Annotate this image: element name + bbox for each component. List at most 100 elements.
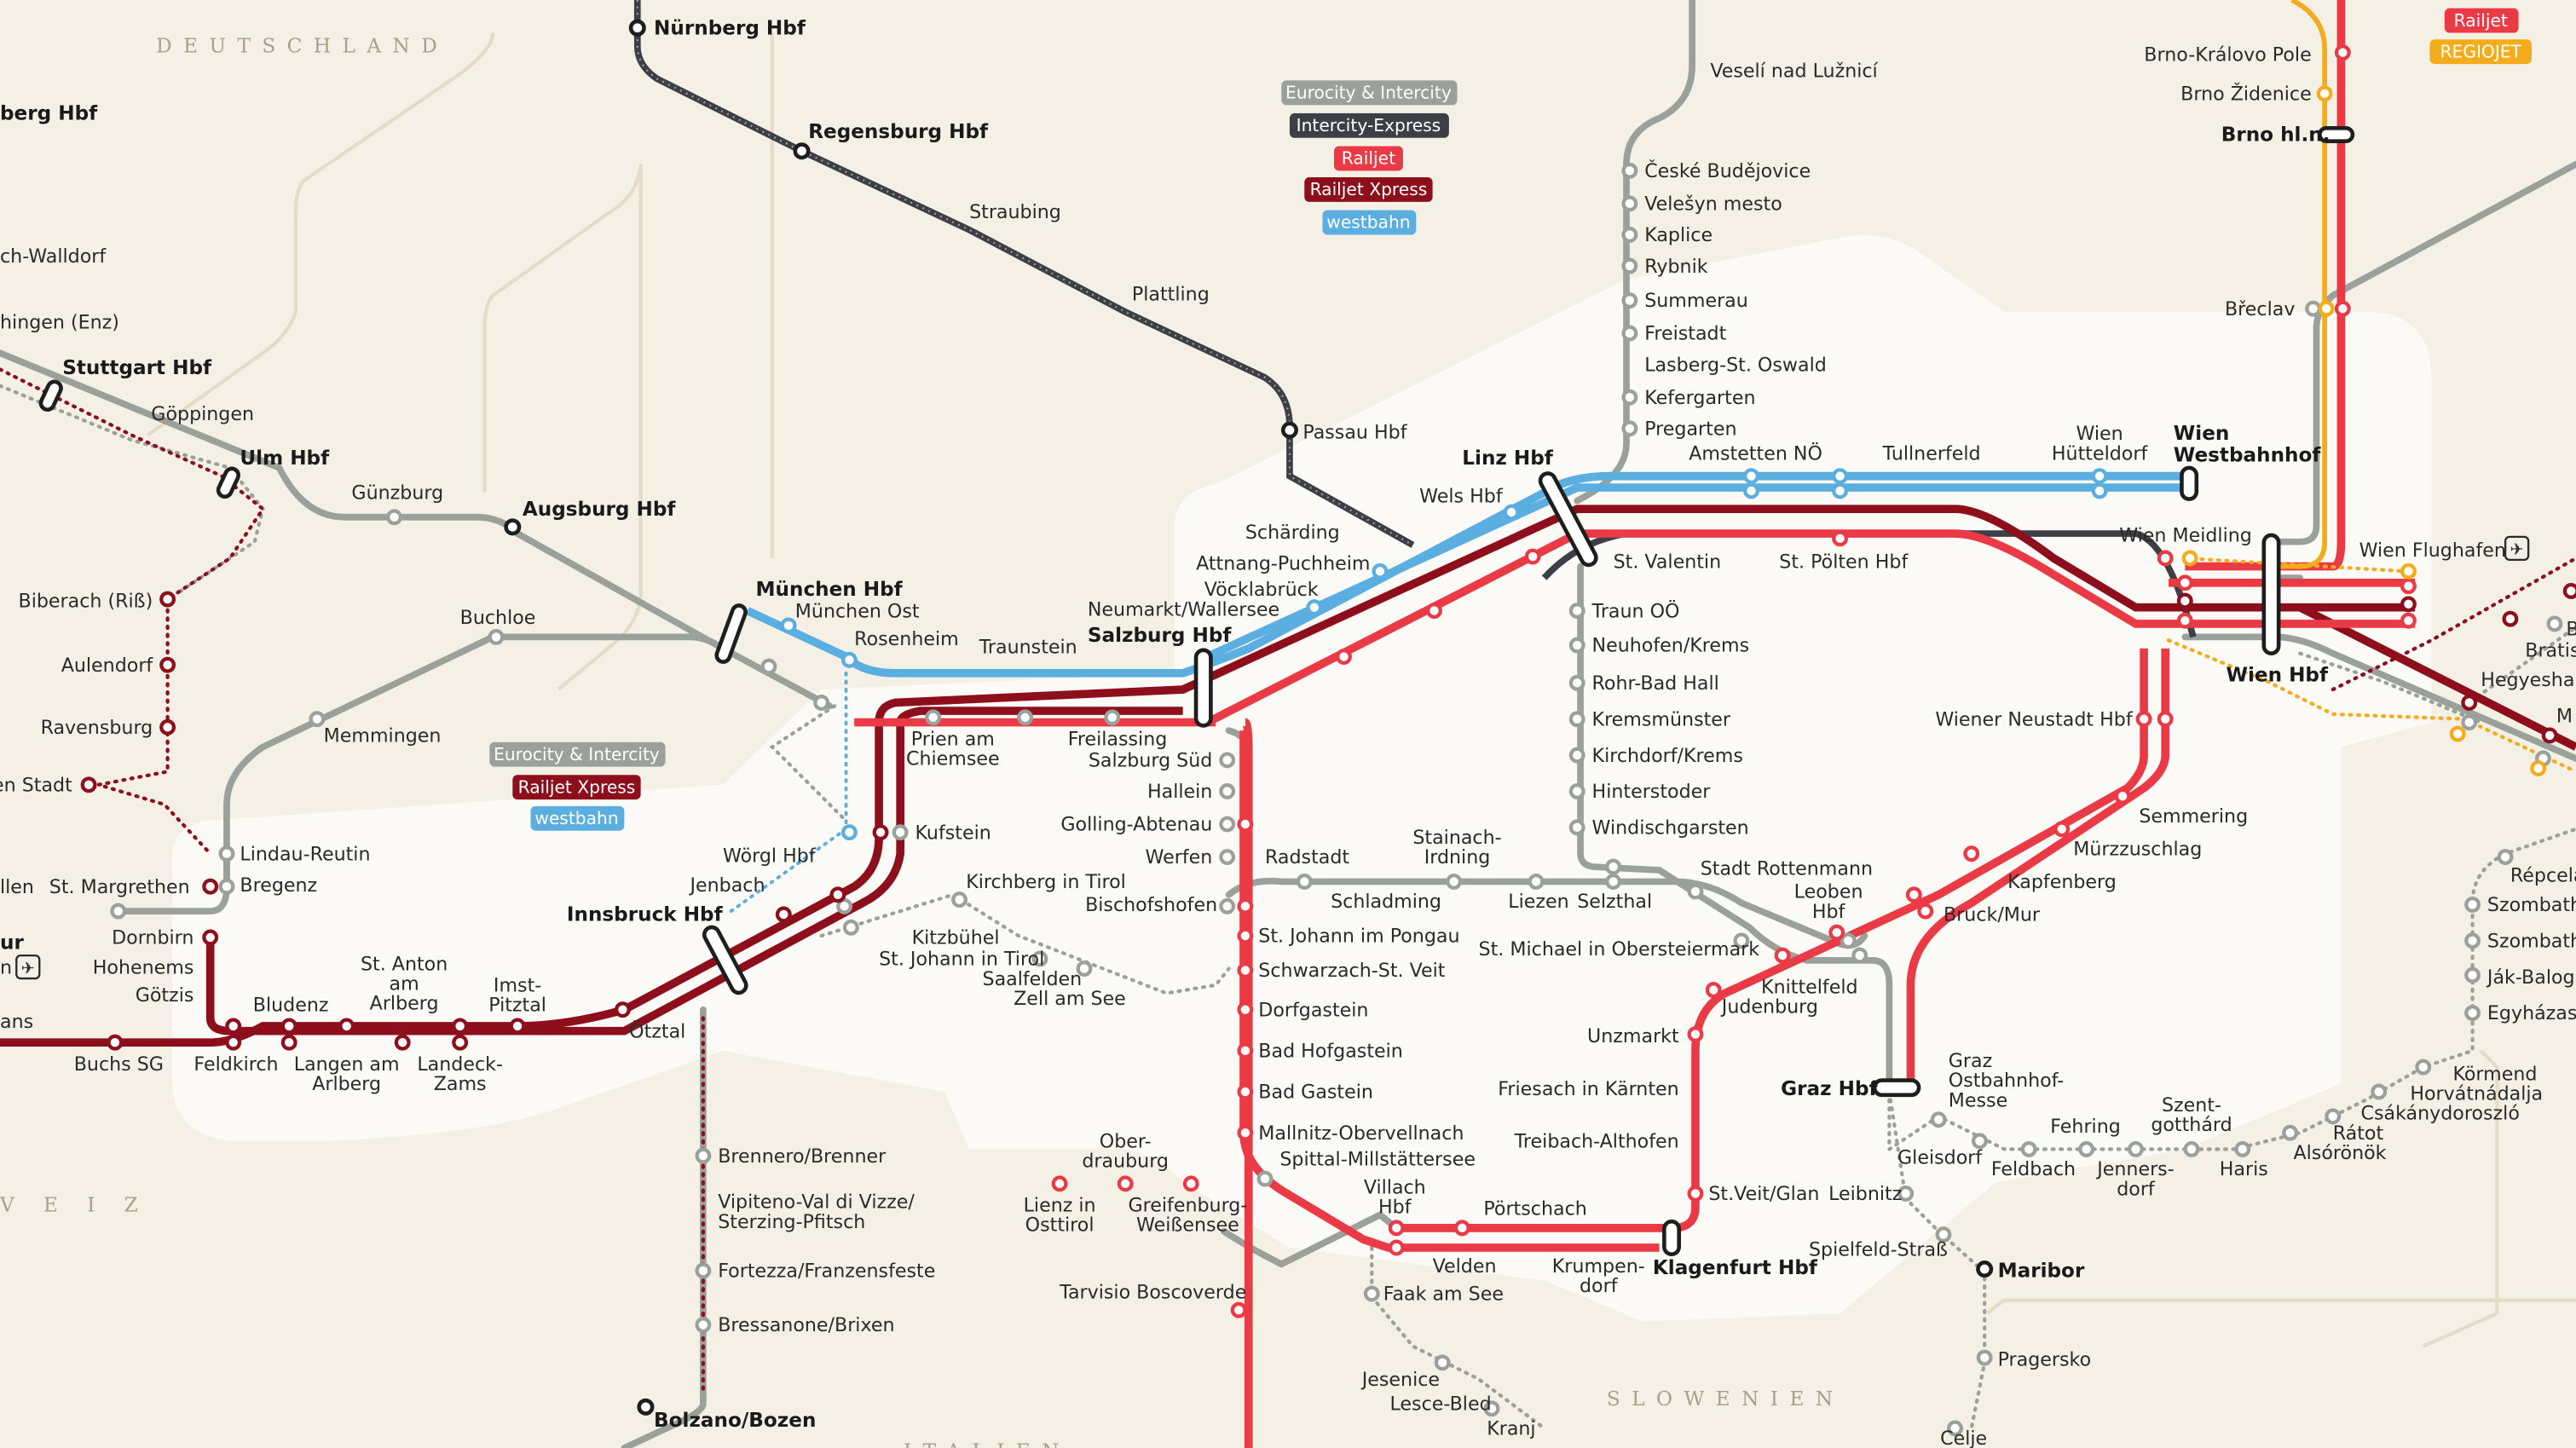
label-dornbirn: Dornbirn [112,927,193,949]
label-mosonmagyarovar: M [2556,706,2573,728]
westbahn-lines [745,471,2193,678]
country-label-italien: ITALIEN [904,1441,1071,1448]
label-aulendorf: Aulendorf [61,655,154,677]
label-kirchdorf: Kirchdorf/Krems [1592,745,1743,767]
label-nuernberg-hbf: Nürnberg Hbf [654,17,806,39]
label-badgastein: Bad Gastein [1258,1082,1373,1104]
label-liezen: Liezen [1508,891,1568,913]
stations-westbahn [780,468,2108,841]
legend-label: westbahn [1326,212,1410,233]
label-kaplice: Kaplice [1644,224,1713,246]
label-bamberg-hbf: berg Hbf [0,103,98,125]
label-knittelfeld: Knittelfeld [1761,976,1857,998]
label-voecklabrueck: Vöcklabrück [1204,579,1319,601]
label-brno-hln: Brno hl.n. [2221,124,2331,147]
label-sargans: ans [0,1011,33,1033]
label-schwarzach: Schwarzach-St. Veit [1258,960,1445,982]
station-labels: Straubing Plattling Passau Hbf Schärding… [0,43,2576,1448]
label-judenburg: Judenburg [1720,996,1818,1018]
label-zell: Zell am See [1014,988,1126,1010]
label-alsoronok: Alsórönök [2294,1142,2387,1164]
svg-text:✈: ✈ [2510,539,2524,559]
label-rybnik: Rybnik [1644,256,1708,278]
label-saalfelden: Saalfelden [983,968,1083,990]
label-windischgarsten: Windischgarsten [1592,817,1749,839]
label-traun: Traun OÖ [1591,598,1680,622]
label-oberdrauburg: Ober-drauburg [1082,1130,1169,1172]
label-unzmarkt: Unzmarkt [1587,1025,1679,1047]
label-hallein: Hallein [1147,781,1212,803]
label-vipiteno: Vipiteno-Val di Vizze/Sterzing-Pfitsch [718,1191,915,1233]
stations-grey [110,162,2563,1437]
label-friedrichshafen: en Stadt [0,774,72,796]
label-egyhazas: Egyházasr [2487,1002,2576,1024]
stations-railjet-xpress [80,583,2576,1051]
label-kitzbuehel: Kitzbühel [912,927,1000,949]
label-stpoelten: St. Pölten Hbf [1779,551,1909,574]
label-freilassing: Freilassing [1068,729,1168,751]
label-ratot: Rátot [2333,1122,2384,1145]
label-traunstein: Traunstein [979,637,1077,659]
country-label-schweiz: V E I Z [0,1195,149,1217]
label-chur: ur [0,932,24,954]
hub-stations [38,19,2355,1416]
label-goeppingen: Göppingen [151,403,254,425]
label-dorfgastein: Dorfgastein [1258,999,1368,1021]
label-flughafen: Wien Flughafen [2359,539,2506,562]
legend-label: Intercity-Express [1297,115,1441,136]
label-vaihingen: hingen (Enz) [0,311,119,333]
label-horvatnadalja: Horvátnádalja [2410,1083,2543,1105]
label-straubing: Straubing [969,201,1061,223]
intercity-express-inner [636,0,1414,546]
label-jenbach: Jenbach [688,874,765,897]
label-golling: Golling-Abtenau [1060,814,1212,836]
label-salzburg-hbf: Salzburg Hbf [1088,625,1233,647]
label-szombathely-1: Szombath [2487,930,2576,952]
label-rottenmann: Stadt Rottenmann [1701,858,1873,880]
label-feldbach: Feldbach [1991,1158,2076,1180]
legend-label: Eurocity & Intercity [494,744,660,764]
background-lines [147,0,2576,1348]
label-woergl: Wörgl Hbf [723,845,817,867]
label-celje: Celje [1940,1428,1987,1448]
label-treibach: Treibach-Althofen [1514,1130,1679,1152]
label-stainach: Stainach-Irdning [1412,827,1501,868]
label-brennero: Brennero/Brenner [718,1145,887,1168]
label-stvalentin: St. Valentin [1614,551,1722,574]
regiojet-seasonal [2166,556,2576,774]
label-hegyeshalom: Hegyeshalo [2481,669,2576,691]
hub-labels: Nürnberg Hbf Regensburg Hbf berg Hbf Stu… [0,17,2331,1431]
label-freistadt: Freistadt [1644,323,1726,345]
label-szentgotthard: Szent-gotthárd [2151,1094,2232,1136]
label-bruck: Bruck/Mur [1944,904,2041,926]
label-fortezza: Fortezza/Franzensfeste [718,1261,935,1283]
label-buchloe: Buchloe [460,607,536,629]
legend-label: Railjet Xpress [518,776,636,797]
label-poertschach: Pörtschach [1483,1197,1586,1220]
label-stveit: St.Veit/Glan [1708,1183,1819,1205]
legend-label: Eurocity & Intercity [1285,83,1452,103]
label-breclav: Břeclav [2225,298,2295,320]
label-jennersdorf: Jenners-dorf [2095,1158,2174,1200]
label-fehring: Fehring [2050,1116,2121,1138]
label-semmering: Semmering [2139,805,2248,828]
label-neumarkt: Neumarkt/Wallersee [1088,598,1279,620]
label-rohr: Rohr-Bad Hall [1592,672,1719,695]
label-landeck: Landeck-Zams [417,1053,503,1095]
legend-label: Railjet [2454,10,2508,31]
label-innsbruck-hbf: Innsbruck Hbf [567,904,724,926]
label-graz-hbf: Graz Hbf [1781,1078,1878,1100]
airplane-icon: ✈ [2504,535,2530,562]
label-plattling: Plattling [1132,284,1210,306]
label-wiesloch: ch-Walldorf [0,245,107,268]
label-budejovice: České Budějovice [1644,159,1811,182]
label-muenchen-hbf: München Hbf [756,579,904,601]
